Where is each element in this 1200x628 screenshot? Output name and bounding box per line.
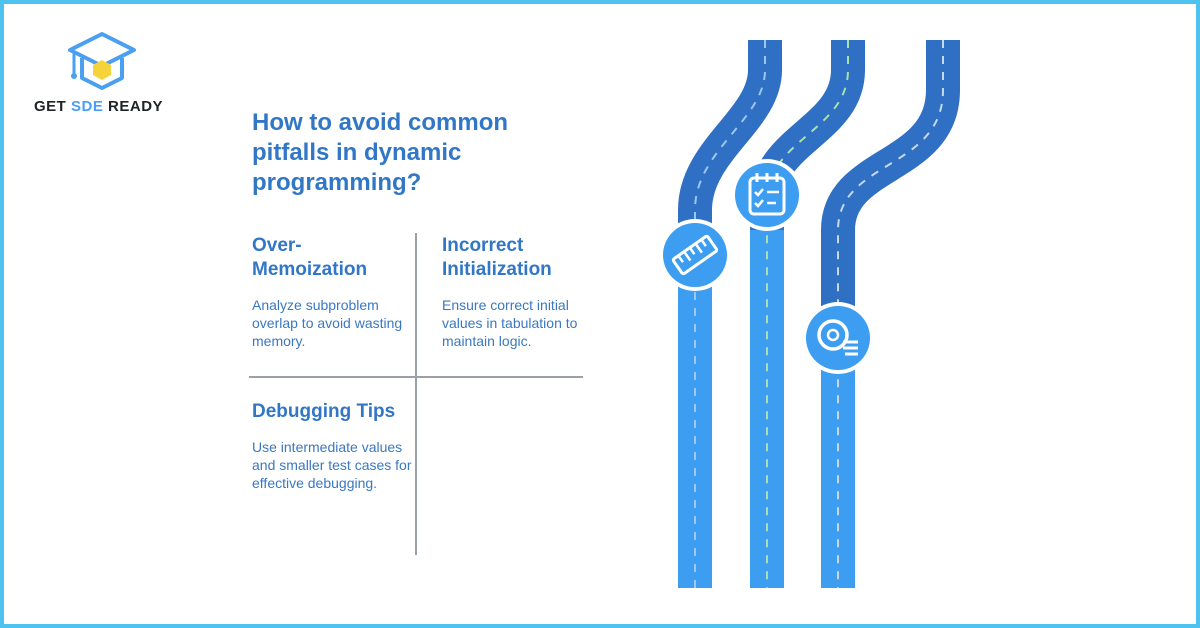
magnifier-list-icon <box>802 302 874 374</box>
quadrant-incorrect-initialization: Incorrect Initialization Ensure correct … <box>442 234 592 350</box>
quadrant-debugging-tips: Debugging Tips Use intermediate values a… <box>252 400 412 492</box>
quadrant-body: Ensure correct initial values in tabulat… <box>442 297 578 349</box>
brand-name: GET SDE READY <box>34 98 164 115</box>
roads-illustration <box>659 40 960 588</box>
quadrant-body: Analyze subproblem overlap to avoid wast… <box>252 297 403 349</box>
grid-divider-horizontal <box>249 376 583 378</box>
road-left <box>678 40 782 588</box>
quadrant-over-memoization: Over-Memoization Analyze subproblem over… <box>252 234 412 350</box>
quadrant-title: Debugging Tips <box>252 401 396 422</box>
page-title: How to avoid common pitfalls in dynamic … <box>252 109 509 196</box>
brand-logo[interactable]: GET SDE READY <box>34 28 184 118</box>
graduation-cap-hexagon-icon <box>68 32 136 90</box>
quadrant-body: Use intermediate values and smaller test… <box>252 439 412 491</box>
checklist-notepad-icon <box>731 159 803 231</box>
quadrant-title: Incorrect Initialization <box>442 235 552 280</box>
ruler-icon <box>659 219 731 291</box>
quadrant-title: Over-Memoization <box>252 235 368 280</box>
grid-divider-vertical <box>415 233 417 555</box>
